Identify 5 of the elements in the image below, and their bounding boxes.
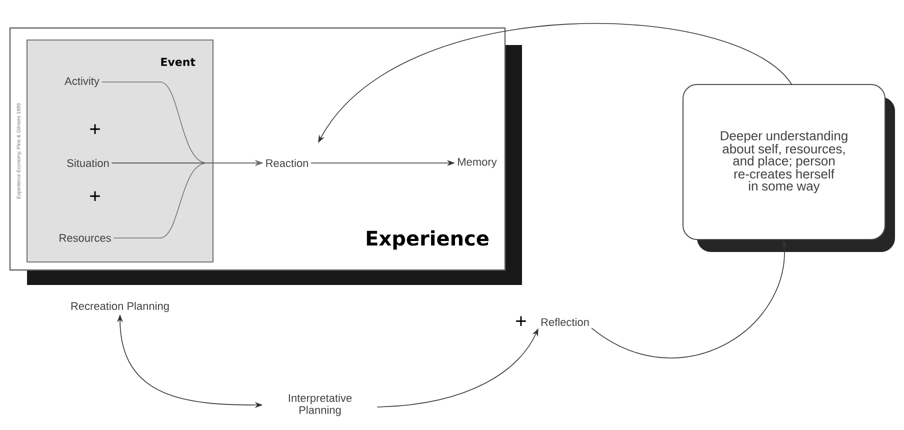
- reflection-text: Reflection: [541, 318, 589, 326]
- planning-text: Recreation Planning: [71, 302, 169, 312]
- plus-sign: +: [516, 316, 526, 326]
- rounded-box: Deeper understanding about self, resources, and place; person re-creates herself in some way: [682, 84, 895, 252]
- planning-text: Interpretative Planning: [288, 394, 352, 416]
